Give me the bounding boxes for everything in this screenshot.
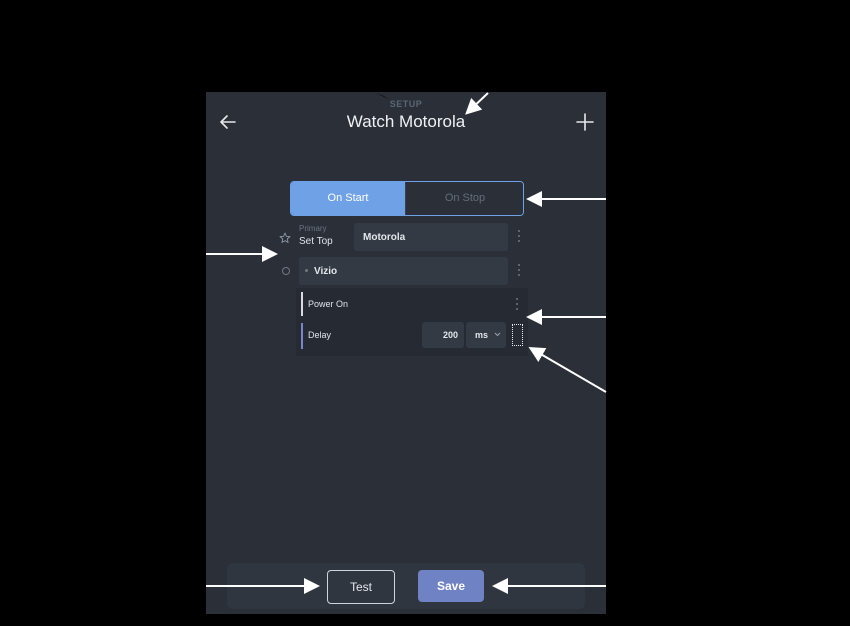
- command-bar: [301, 323, 303, 349]
- arrow-left-icon[interactable]: [218, 112, 238, 132]
- start-stop-segmented-control: On Start On Stop: [290, 181, 524, 216]
- plus-icon[interactable]: [575, 112, 595, 132]
- arrow-annotation: [374, 92, 390, 100]
- role-label: Set Top: [299, 236, 333, 247]
- tab-on-stop[interactable]: On Stop: [405, 182, 523, 215]
- command-list: Power On Delay 200 ms: [296, 288, 528, 356]
- command-label-power-on: Power On: [308, 299, 349, 309]
- bullet-icon: [305, 269, 308, 272]
- test-button[interactable]: Test: [327, 570, 395, 604]
- arrow-annotation: [465, 92, 489, 115]
- device-select-motorola[interactable]: Motorola: [354, 223, 508, 251]
- command-bar: [301, 292, 303, 316]
- primary-label: Primary: [299, 224, 327, 233]
- tab-on-start[interactable]: On Start: [291, 182, 405, 215]
- more-options-icon[interactable]: [517, 264, 521, 279]
- delay-unit: ms: [475, 330, 489, 340]
- more-options-icon[interactable]: [517, 230, 521, 245]
- arrow-annotation: [528, 346, 607, 393]
- circle-icon[interactable]: [282, 267, 290, 275]
- delay-unit-select[interactable]: ms: [466, 322, 506, 348]
- save-button[interactable]: Save: [418, 570, 484, 602]
- device-name: Motorola: [363, 232, 406, 243]
- command-label-delay: Delay: [308, 330, 332, 340]
- setup-section-label: SETUP: [389, 99, 423, 109]
- device-name: Vizio: [314, 266, 338, 277]
- delay-value: 200: [442, 330, 458, 340]
- star-icon[interactable]: [279, 231, 291, 243]
- drag-handle[interactable]: [512, 324, 523, 346]
- delay-value-input[interactable]: 200: [422, 322, 464, 348]
- device-select-vizio[interactable]: Vizio: [299, 257, 508, 285]
- more-options-icon[interactable]: [515, 298, 519, 313]
- page-title: Watch Motorola: [346, 112, 466, 131]
- chevron-down-icon: [494, 332, 501, 337]
